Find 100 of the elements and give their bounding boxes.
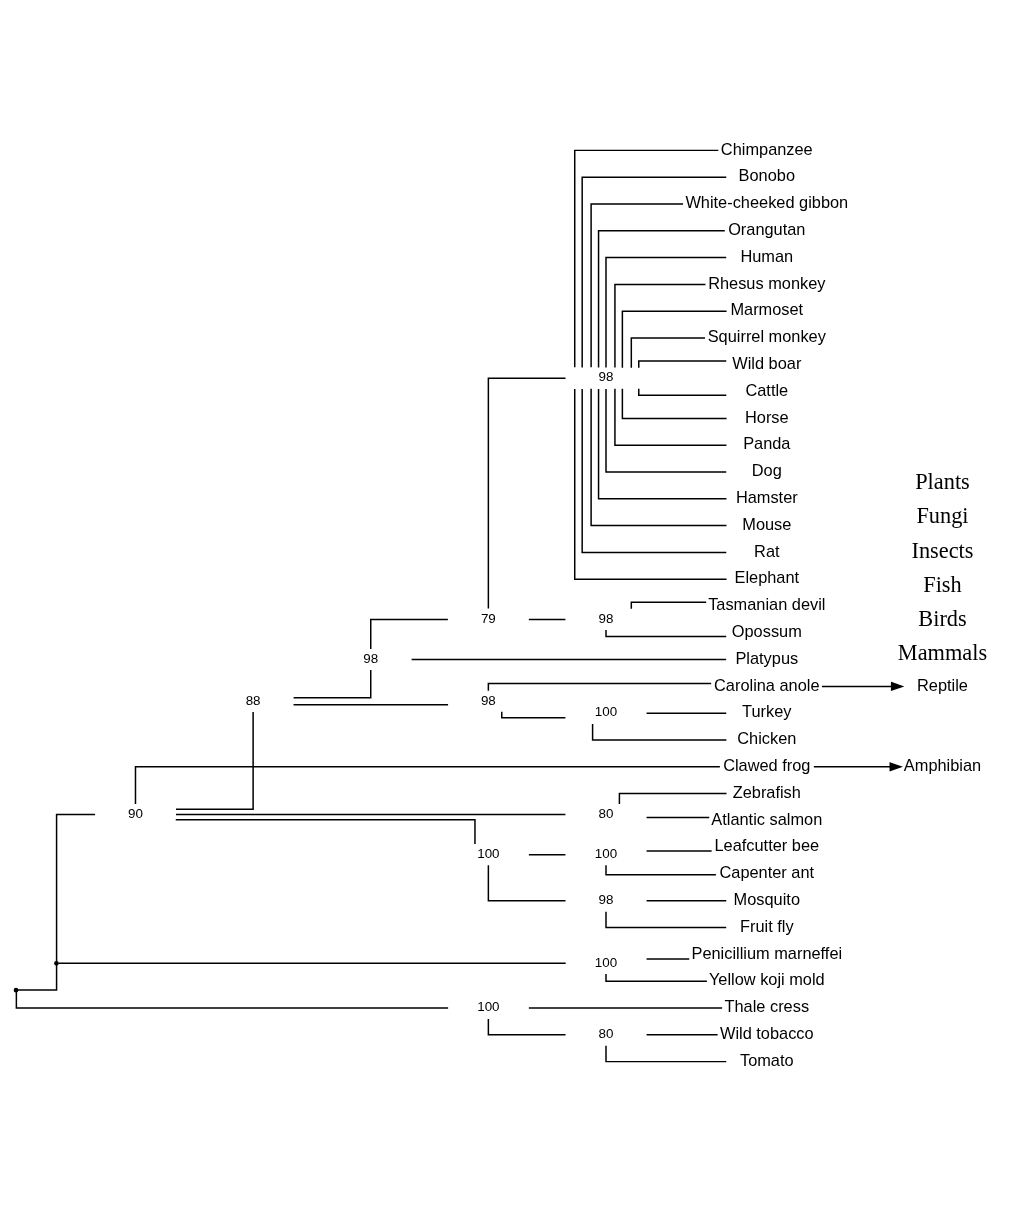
node-text: Turkey <box>742 701 792 720</box>
connector <box>134 765 721 805</box>
node-text: 80 <box>598 1025 614 1041</box>
connector <box>528 618 567 620</box>
arrow <box>813 761 903 771</box>
node-text: 98 <box>480 692 496 708</box>
node-text: Yellow koji mold <box>708 969 825 988</box>
connector <box>605 256 727 368</box>
node-text: Thale cress <box>724 996 810 1015</box>
node-point <box>54 960 59 966</box>
node-text: Bonobo <box>738 165 796 184</box>
node-text: Human <box>740 246 794 265</box>
node-point <box>13 987 19 992</box>
node-text: 98 <box>598 610 614 626</box>
node-text: 90 <box>128 805 143 821</box>
connector <box>645 1033 719 1036</box>
connector <box>55 813 96 962</box>
connector <box>630 336 706 368</box>
connector <box>645 899 727 902</box>
connector <box>590 202 684 368</box>
connector <box>621 387 728 419</box>
label: Mammals <box>897 639 988 665</box>
connector <box>528 853 567 855</box>
node-text: Penicillium marneffei <box>691 943 843 962</box>
node-text: 98 <box>598 368 614 384</box>
node-text: Chicken <box>737 728 797 747</box>
connector <box>638 359 728 368</box>
node-text: Elephant <box>734 567 800 586</box>
connector <box>638 387 728 396</box>
node-text: Hamster <box>735 487 798 506</box>
label: Insects <box>911 537 974 563</box>
connector <box>581 387 728 553</box>
node-text: Amphibian <box>903 755 982 774</box>
connector <box>645 711 727 714</box>
connector <box>410 658 727 660</box>
connector <box>487 682 712 691</box>
connector <box>501 710 567 718</box>
node-text: Wild boar <box>732 353 802 372</box>
node-text: Dog <box>751 460 782 479</box>
connector <box>15 990 449 1009</box>
connector <box>590 387 728 526</box>
connector <box>645 957 690 960</box>
node-text: Carolina anole <box>714 675 820 694</box>
node-text: 100 <box>594 845 618 861</box>
node-text: Wild tobacco <box>719 1023 814 1042</box>
connector <box>175 818 476 845</box>
connector <box>57 962 567 964</box>
node-text: Opossum <box>731 621 802 640</box>
node-text: Atlantic salmon <box>711 809 823 828</box>
node-text: 100 <box>594 703 618 719</box>
node-text: Squirrel monkey <box>707 326 826 345</box>
connector <box>292 703 449 705</box>
connector <box>614 387 728 446</box>
node-text: Tomato <box>739 1050 794 1069</box>
node-text: Capenter ant <box>719 862 815 881</box>
node-text: Chimpanzee <box>720 139 813 158</box>
arrow <box>821 681 905 691</box>
node-text: Mouse <box>742 514 792 533</box>
node-text: 100 <box>477 998 500 1014</box>
connector <box>292 668 372 699</box>
node-text: Tasmanian devil <box>708 594 826 613</box>
connector <box>175 813 567 815</box>
label: Plants <box>915 468 970 494</box>
connector <box>175 710 254 810</box>
node-text: Reptile <box>917 675 968 694</box>
node-text: Fruit fly <box>739 916 794 935</box>
node-text: 98 <box>363 650 379 666</box>
connector <box>645 816 710 818</box>
connector <box>597 387 728 500</box>
node-text: Rhesus monkey <box>708 273 826 292</box>
node-text: Clawed frog <box>723 755 811 774</box>
node-text: 98 <box>598 891 614 907</box>
node-text: 100 <box>477 845 500 861</box>
connector <box>621 309 728 368</box>
connector <box>574 149 720 368</box>
connector <box>614 283 707 368</box>
connector <box>487 376 567 609</box>
label: Fungi <box>916 502 969 528</box>
node-text: Marmoset <box>730 299 804 318</box>
connector <box>487 864 567 902</box>
connector <box>581 175 728 368</box>
node-text: 88 <box>245 692 261 708</box>
node-text: White-cheeked gibbon <box>685 192 849 211</box>
node-text: 79 <box>480 610 496 626</box>
node-text: Horse <box>744 407 789 426</box>
node-text: 80 <box>598 805 614 821</box>
connector <box>597 229 726 368</box>
connector <box>574 387 728 580</box>
node-text: Platypus <box>735 648 799 667</box>
node-text: Mosquito <box>733 889 800 908</box>
connector <box>17 963 58 991</box>
connector <box>370 618 449 650</box>
node-text: Panda <box>743 433 791 452</box>
node-text: Leafcutter bee <box>714 835 820 854</box>
connector <box>645 849 713 852</box>
node-text: Cattle <box>745 380 789 399</box>
node-text: Rat <box>754 541 780 560</box>
label: Fish <box>923 571 962 597</box>
connector <box>605 387 727 473</box>
node-text: Zebrafish <box>732 782 801 801</box>
